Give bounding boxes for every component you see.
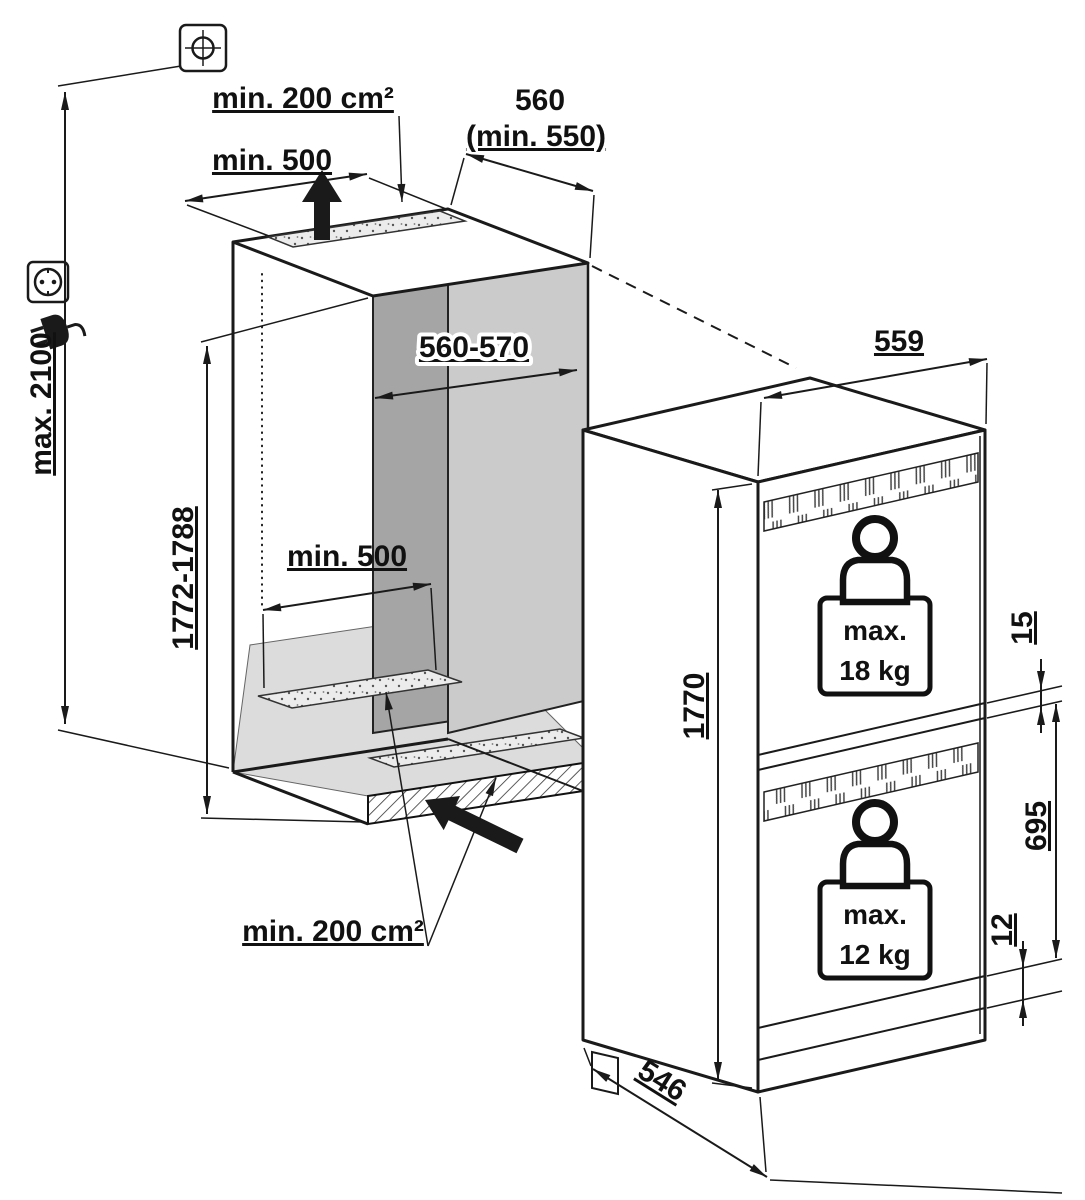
extension-line <box>769 1179 1063 1194</box>
label-niche-depth-min: (min. 550) <box>466 120 606 153</box>
label-floor-vent-width: min. 500 <box>287 540 407 573</box>
label-lower-door-height: 695 <box>1020 801 1053 851</box>
dimension-line <box>184 172 368 203</box>
dimension-niche-height: 1772-1788 <box>167 297 369 823</box>
extension-line <box>57 65 182 87</box>
socket-pin-right <box>51 279 57 285</box>
leader-line <box>397 115 406 203</box>
extension-line <box>200 297 369 343</box>
lower-door-bottom-edge <box>757 975 986 1029</box>
niche-bottom-front-edge <box>232 737 449 774</box>
dimension-line <box>763 358 988 399</box>
extension-line <box>589 194 595 259</box>
leader-line <box>384 691 429 947</box>
extension-line <box>759 1096 767 1173</box>
niche-drawing <box>231 207 590 826</box>
appliance-left-face <box>581 428 760 1094</box>
plug-prong-bottom <box>34 339 49 347</box>
appliance-foot <box>591 1050 619 1096</box>
dimension-lower-door-height: 695 <box>986 704 1063 977</box>
label-top-vent-width: min. 500 <box>212 144 332 177</box>
extension-line <box>186 204 270 237</box>
upper-door-vent-grille <box>763 452 979 532</box>
plinth-line <box>757 1007 986 1061</box>
extension-line <box>200 817 365 823</box>
lower-weight-body-icon <box>839 840 911 890</box>
mounting-symbol-frame <box>178 23 228 73</box>
extension-line <box>986 958 1063 977</box>
mounting-point-symbol <box>178 23 228 73</box>
niche-bottom-depth-edge <box>232 770 369 826</box>
dimension-max-total-height: max. 2100 <box>25 65 230 769</box>
projection-line-top <box>591 265 797 369</box>
lower-door-vent-grille <box>763 742 979 822</box>
bottom-vent-area-callout: min. 200 cm² <box>242 691 497 948</box>
niche-side-wall <box>447 207 589 735</box>
label-door-gap-top: 15 <box>1006 611 1039 644</box>
label-bottom-vent-area: min. 200 cm² <box>242 915 424 948</box>
dimension-line <box>374 368 578 400</box>
extension-line <box>986 700 1063 719</box>
extension-line <box>711 483 753 491</box>
appliance-drawing: max. 18 kg max. 12 kg <box>581 376 987 1096</box>
floor-vent-strip-rear <box>257 669 463 709</box>
plug-prong-top <box>30 325 44 334</box>
label-appliance-width: 559 <box>874 325 924 358</box>
dimension-top-vent-width: min. 500 <box>184 144 447 237</box>
extension-line <box>57 729 230 769</box>
dimension-line <box>262 582 432 612</box>
dimension-door-gap-bottom: 12 <box>986 913 1063 1026</box>
upper-load-label-1: max. <box>843 615 907 646</box>
extension-line <box>985 362 988 425</box>
airflow-arrow-bottom <box>425 796 524 854</box>
label-appliance-height: 1770 <box>678 673 711 740</box>
power-socket-icon <box>26 260 70 304</box>
dimension-floor-vent-width: min. 500 <box>262 540 437 689</box>
projection-lines <box>588 265 797 842</box>
extension-line <box>368 177 447 210</box>
upper-door-load-badge: max. 18 kg <box>817 515 933 697</box>
extension-line <box>583 1047 592 1067</box>
leader-line <box>427 777 497 947</box>
plug-cable <box>66 323 87 337</box>
extension-line <box>262 613 265 689</box>
socket-pin-left <box>39 279 45 285</box>
extension-line <box>450 157 465 206</box>
extension-line <box>986 990 1063 1009</box>
label-door-gap-bottom: 12 <box>986 913 1019 946</box>
dimension-niche-depth: 560 (min. 550) <box>450 84 606 259</box>
label-niche-inner-width: 560-570 <box>419 331 529 364</box>
extension-line <box>986 685 1063 704</box>
extension-line <box>757 401 762 477</box>
top-vent-area-callout: min. 200 cm² <box>212 82 406 203</box>
lower-load-label-2: 12 kg <box>839 939 911 970</box>
upper-weight-knob-icon <box>852 515 898 561</box>
label-top-vent-area: min. 200 cm² <box>212 82 394 115</box>
dimension-line <box>592 1068 768 1178</box>
dimension-appliance-height: 1770 <box>678 483 753 1089</box>
dimension-niche-inner-width: 560-570 <box>374 327 578 400</box>
niche-bottom-right-edge <box>447 738 584 792</box>
extension-line <box>430 587 437 671</box>
label-niche-depth: 560 <box>515 84 565 117</box>
lower-load-label-1: max. <box>843 899 907 930</box>
upper-load-label-2: 18 kg <box>839 655 911 686</box>
label-niche-height: 1772-1788 <box>167 506 200 649</box>
lower-weight-knob-icon <box>852 799 898 845</box>
upper-weight-body-icon <box>839 556 911 606</box>
upper-door-bottom-edge <box>757 702 986 756</box>
label-max-total-height: max. 2100 <box>25 332 58 475</box>
dimension-appliance-width: 559 <box>757 325 988 477</box>
dimension-door-gap-top: 15 <box>986 611 1063 733</box>
dimension-line <box>465 153 594 192</box>
lower-door-top-edge <box>757 717 986 771</box>
lower-door-load-badge: max. 12 kg <box>817 799 933 981</box>
